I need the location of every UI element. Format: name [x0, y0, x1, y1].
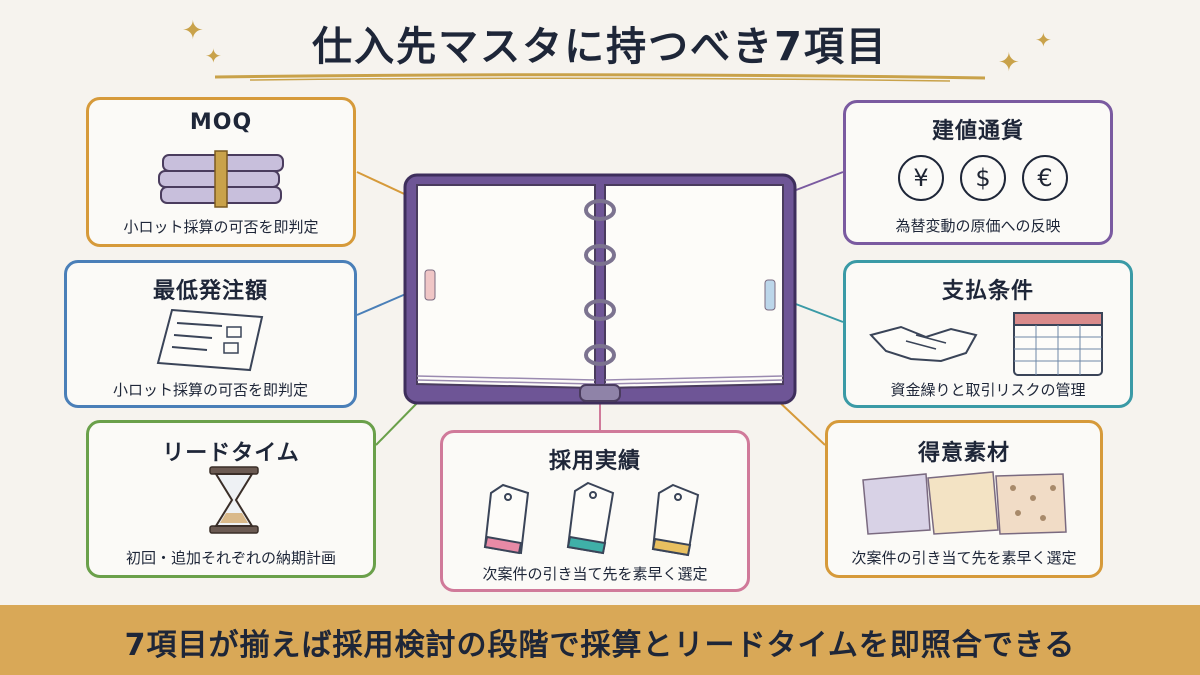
card-title: 最低発注額: [152, 279, 268, 304]
card-description: 為替変動の原価への反映: [895, 217, 1061, 235]
handshake-calendar-icon: [869, 312, 1103, 376]
card-moq: MOQ 小ロット採算の可否を即判定: [86, 97, 356, 247]
euro-icon: €: [1022, 155, 1068, 201]
sparkle-icon: ✦: [205, 44, 222, 68]
currency-icons: ¥ $ €: [898, 155, 1068, 203]
card-description: 小ロット採算の可否を即判定: [123, 218, 319, 236]
card-title: リードタイム: [162, 441, 300, 466]
card-description: 小ロット採算の可否を即判定: [112, 381, 308, 399]
card-specialty-material: 得意素材 次案件の引き当て先を素早く選定: [825, 420, 1103, 578]
sparkle-icon: ✦: [998, 48, 1020, 78]
hourglass-icon: [209, 466, 259, 534]
footer-banner: 7項目が揃えば採用検討の段階で採算とリードタイムを即照合できる: [0, 605, 1200, 675]
card-description: 資金繰りと取引リスクの管理: [890, 381, 1086, 399]
card-description: 次案件の引き当て先を素早く選定: [851, 549, 1077, 567]
dollar-icon: $: [960, 155, 1006, 201]
tag-icons: [483, 481, 700, 557]
stacked-fabric-icon: [158, 150, 284, 208]
order-form-icon: [156, 308, 264, 372]
card-title: 建値通貨: [931, 119, 1024, 144]
card-min-order-amount: 最低発注額 小ロット採算の可否を即判定: [64, 260, 357, 408]
footer-text: 7項目が揃えば採用検討の段階で採算とリードタイムを即照合できる: [124, 628, 1076, 663]
sparkle-icon: ✦: [182, 16, 204, 46]
title-underline: [214, 73, 986, 82]
yen-icon: ¥: [898, 155, 944, 201]
card-title: 採用実績: [548, 449, 641, 474]
card-title: MOQ: [189, 110, 253, 135]
fabric-swatch-icon: [862, 471, 1067, 535]
card-lead-time: リードタイム 初回・追加それぞれの納期計画: [86, 420, 376, 578]
card-title: 得意素材: [917, 441, 1010, 466]
card-payment-terms: 支払条件 資金繰りと取引リスクの管理: [843, 260, 1133, 408]
sparkle-icon: ✦: [1035, 28, 1052, 52]
card-description: 次案件の引き当て先を素早く選定: [482, 565, 708, 583]
page-title: 仕入先マスタに持つべき7項目: [312, 24, 888, 70]
card-adoption-record: 採用実績 次案件の引き当て先を素早く選定: [440, 430, 750, 592]
card-currency: 建値通貨 ¥ $ € 為替変動の原価への反映: [843, 100, 1113, 245]
card-description: 初回・追加それぞれの納期計画: [125, 549, 336, 567]
binder-illustration: [403, 173, 797, 405]
card-title: 支払条件: [941, 279, 1034, 304]
